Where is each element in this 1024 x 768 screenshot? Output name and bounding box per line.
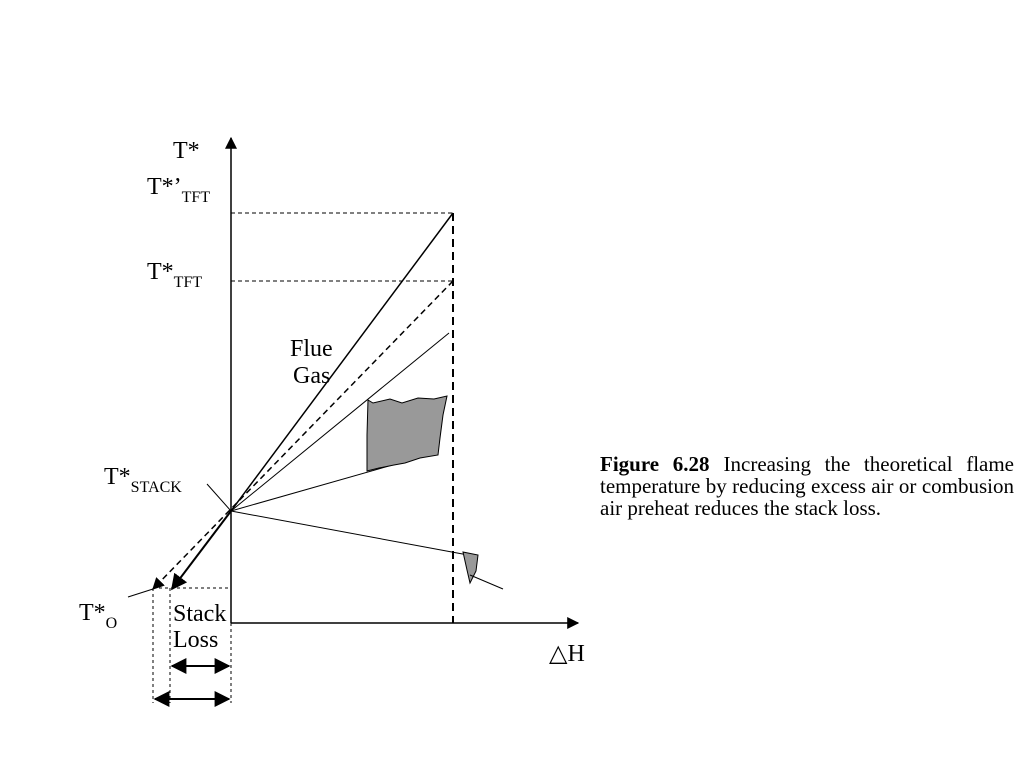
t-o-leader-line — [127, 588, 154, 598]
t-o-label: T*O — [79, 600, 117, 632]
h-axis-label: △H — [549, 641, 585, 667]
t-tft-sub: TFT — [174, 274, 203, 291]
fan-line-lower — [230, 510, 469, 556]
flue-gas-line-solid — [230, 212, 454, 512]
t-stack-sub: STACK — [131, 479, 183, 496]
figure-caption-label: Figure 6.28 — [600, 452, 710, 476]
lower-tail-line — [469, 574, 504, 590]
gas-label: Gas — [293, 363, 330, 389]
t-o-main: T* — [79, 600, 106, 626]
shaded-region-lower — [462, 551, 479, 585]
stack-leader-line — [206, 483, 232, 512]
t-tft-prime-main: T*’ — [147, 174, 182, 200]
flue-label: Flue — [290, 336, 333, 362]
flue-gas-line-dashed — [152, 280, 454, 590]
t-o-sub: O — [106, 615, 118, 632]
t-tft-prime-sub: TFT — [182, 189, 211, 206]
t-axis-label: T* — [173, 138, 200, 164]
figure-caption-text: Increasing the theoretical flame tempera… — [600, 452, 1015, 520]
fan-line-upper — [230, 332, 450, 512]
t-stack-main: T* — [104, 464, 131, 490]
fan-line-middle — [230, 463, 397, 512]
flue-gas-line-solid-extension — [171, 510, 232, 591]
t-tft-prime-label: T*’TFT — [147, 174, 210, 206]
t-tft-main: T* — [147, 259, 174, 285]
shaded-region-upper — [366, 395, 448, 472]
loss-label: Loss — [173, 627, 218, 653]
t-tft-label: T*TFT — [147, 259, 202, 291]
stack-label: Stack — [173, 601, 226, 627]
t-stack-label: T*STACK — [104, 464, 182, 496]
